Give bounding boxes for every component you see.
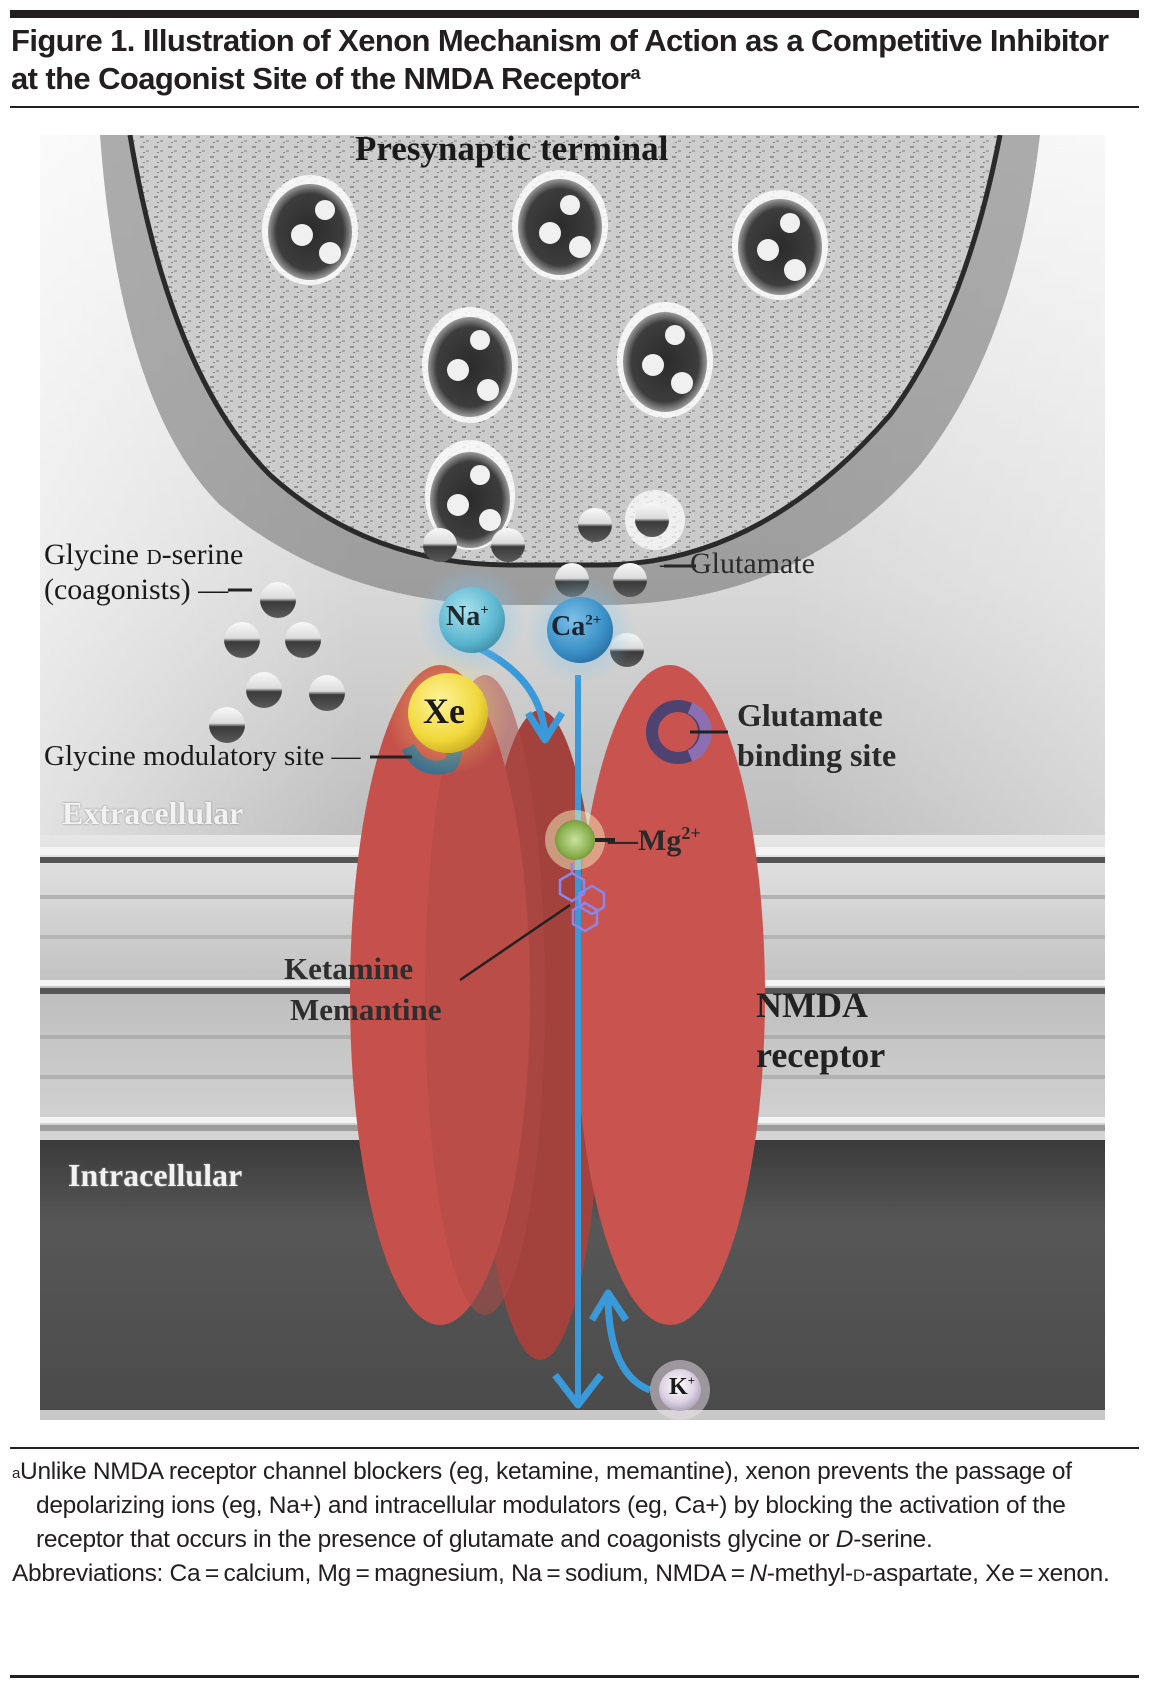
label-glutamate-binding-line2: binding site xyxy=(737,737,897,773)
label-presynaptic-terminal: Presynaptic terminal xyxy=(355,135,669,168)
abbrev-part-b: -methyl- xyxy=(766,1560,853,1587)
vesicle xyxy=(422,307,518,423)
label-receptor: receptor xyxy=(756,1035,886,1075)
ketamine-leader-line xyxy=(459,903,571,982)
ion-channel-arrowhead-down xyxy=(552,1372,604,1409)
diagram-canvas xyxy=(40,135,1105,1420)
footnote-text: Unlike NMDA receptor channel blockers (e… xyxy=(20,1458,1072,1553)
footnote-text-end: -serine. xyxy=(853,1526,933,1553)
k-ion xyxy=(659,1369,701,1411)
abbrev-italic-n: N xyxy=(749,1560,767,1587)
k-efflux-arrow xyxy=(604,1299,652,1394)
abbrev-part-a: Abbreviations: Ca = calcium, Mg = magnes… xyxy=(12,1560,750,1587)
k-symbol: K xyxy=(669,1374,688,1400)
coagonist-molecule xyxy=(309,675,345,711)
abbrev-smallcaps-d: d xyxy=(852,1560,865,1587)
label-glutamate-binding-site: Glutamate binding site xyxy=(737,695,896,775)
k-ion-label: K+ xyxy=(669,1373,695,1401)
label-mg-charge: 2+ xyxy=(681,823,701,843)
nmda-diagram: Presynaptic terminal Glycine d-serine (c… xyxy=(40,135,1105,1420)
title-footnote-marker: a xyxy=(630,63,641,83)
label-serine: -serine xyxy=(161,538,244,571)
footnote-abbreviations: Abbreviations: Ca = calcium, Mg = magnes… xyxy=(12,1557,1137,1591)
synaptic-vesicles xyxy=(262,170,828,550)
figure-footnote: aUnlike NMDA receptor channel blockers (… xyxy=(12,1455,1137,1591)
glutamate-molecule xyxy=(613,563,647,597)
k-charge: + xyxy=(687,1373,696,1388)
xe-atom-label: Xe xyxy=(423,691,465,731)
glutamate-molecule xyxy=(491,528,525,562)
ions xyxy=(386,565,710,1420)
footnote-italic-d: D xyxy=(835,1526,854,1553)
vesicle xyxy=(617,302,713,418)
label-intracellular: Intracellular xyxy=(68,1157,243,1193)
glutamate-molecule xyxy=(635,503,669,537)
na-charge: + xyxy=(480,602,489,619)
nmda-receptor xyxy=(350,665,765,1360)
title-rule xyxy=(10,106,1139,108)
receptor-subunit-left-shade xyxy=(425,675,545,1315)
mg-ion xyxy=(555,820,595,860)
presynaptic-membrane-outline xyxy=(127,135,1003,568)
figure-title-text: Illustration of Xenon Mechanism of Actio… xyxy=(11,23,1109,96)
coagonist-molecule xyxy=(246,672,282,708)
ca-ion xyxy=(547,597,613,663)
receptor-subunit-right xyxy=(575,665,765,1325)
vesicle xyxy=(732,190,828,300)
label-glycine-modulatory-site: Glycine modulatory site — xyxy=(44,740,361,772)
label-nmda-receptor: NMDA receptor xyxy=(756,980,885,1080)
footnote-top-rule xyxy=(10,1447,1139,1449)
vesicle-fusing xyxy=(425,440,515,550)
label-ketamine: Ketamine xyxy=(284,951,414,986)
coagonist-molecule xyxy=(285,622,321,658)
na-symbol: Na xyxy=(446,601,481,632)
na-ion xyxy=(439,587,505,653)
ion-flow-arrows xyxy=(470,641,652,1409)
ketamine-memantine-molecule xyxy=(558,863,606,933)
bottom-edge xyxy=(40,1410,1105,1420)
ca-symbol: Ca xyxy=(551,611,586,642)
vesicle xyxy=(262,175,358,285)
k-efflux-arrowhead xyxy=(588,1289,629,1322)
vesicle xyxy=(512,170,608,280)
footnote-a: aUnlike NMDA receptor channel blockers (… xyxy=(12,1455,1137,1557)
label-nmda: NMDA xyxy=(756,985,868,1025)
glutamate-binding-site xyxy=(646,700,728,764)
ca-charge: 2+ xyxy=(585,612,602,629)
label-d-prefix: d xyxy=(146,538,162,571)
na-ion-label: Na+ xyxy=(446,601,489,633)
glutamate-molecule xyxy=(578,508,612,542)
label-extracellular: Extracellular xyxy=(62,795,244,831)
xe-atom xyxy=(408,673,488,753)
label-mg-symbol: —Mg xyxy=(608,824,682,857)
label-memantine: Memantine xyxy=(290,992,442,1027)
ca-ion-label: Ca2+ xyxy=(551,611,601,643)
label-glycine-dserine: Glycine d-serine xyxy=(44,538,243,572)
label-coagonists: (coagonists) — xyxy=(44,573,229,606)
footnote-bottom-rule xyxy=(10,1675,1139,1678)
figure-title: Figure 1. Illustration of Xenon Mechanis… xyxy=(11,22,1141,98)
coagonist-molecule xyxy=(224,622,260,658)
coagonist-molecule xyxy=(260,582,296,618)
footnote-marker: a xyxy=(12,1465,21,1482)
coagonist-molecules xyxy=(209,582,345,743)
figure-number: Figure 1. xyxy=(11,23,135,58)
label-glycine: Glycine xyxy=(44,538,147,571)
label-glutamate-binding-line1: Glutamate xyxy=(737,697,883,733)
glutamate-molecule xyxy=(423,528,457,562)
label-mg: —Mg2+ xyxy=(608,823,701,858)
na-influx-arrowhead xyxy=(525,711,565,744)
label-glutamate: —Glutamate xyxy=(660,547,815,580)
abbrev-part-c: -aspartate, Xe = xenon. xyxy=(864,1560,1110,1587)
top-rule xyxy=(10,10,1139,18)
coagonist-molecule xyxy=(209,707,245,743)
